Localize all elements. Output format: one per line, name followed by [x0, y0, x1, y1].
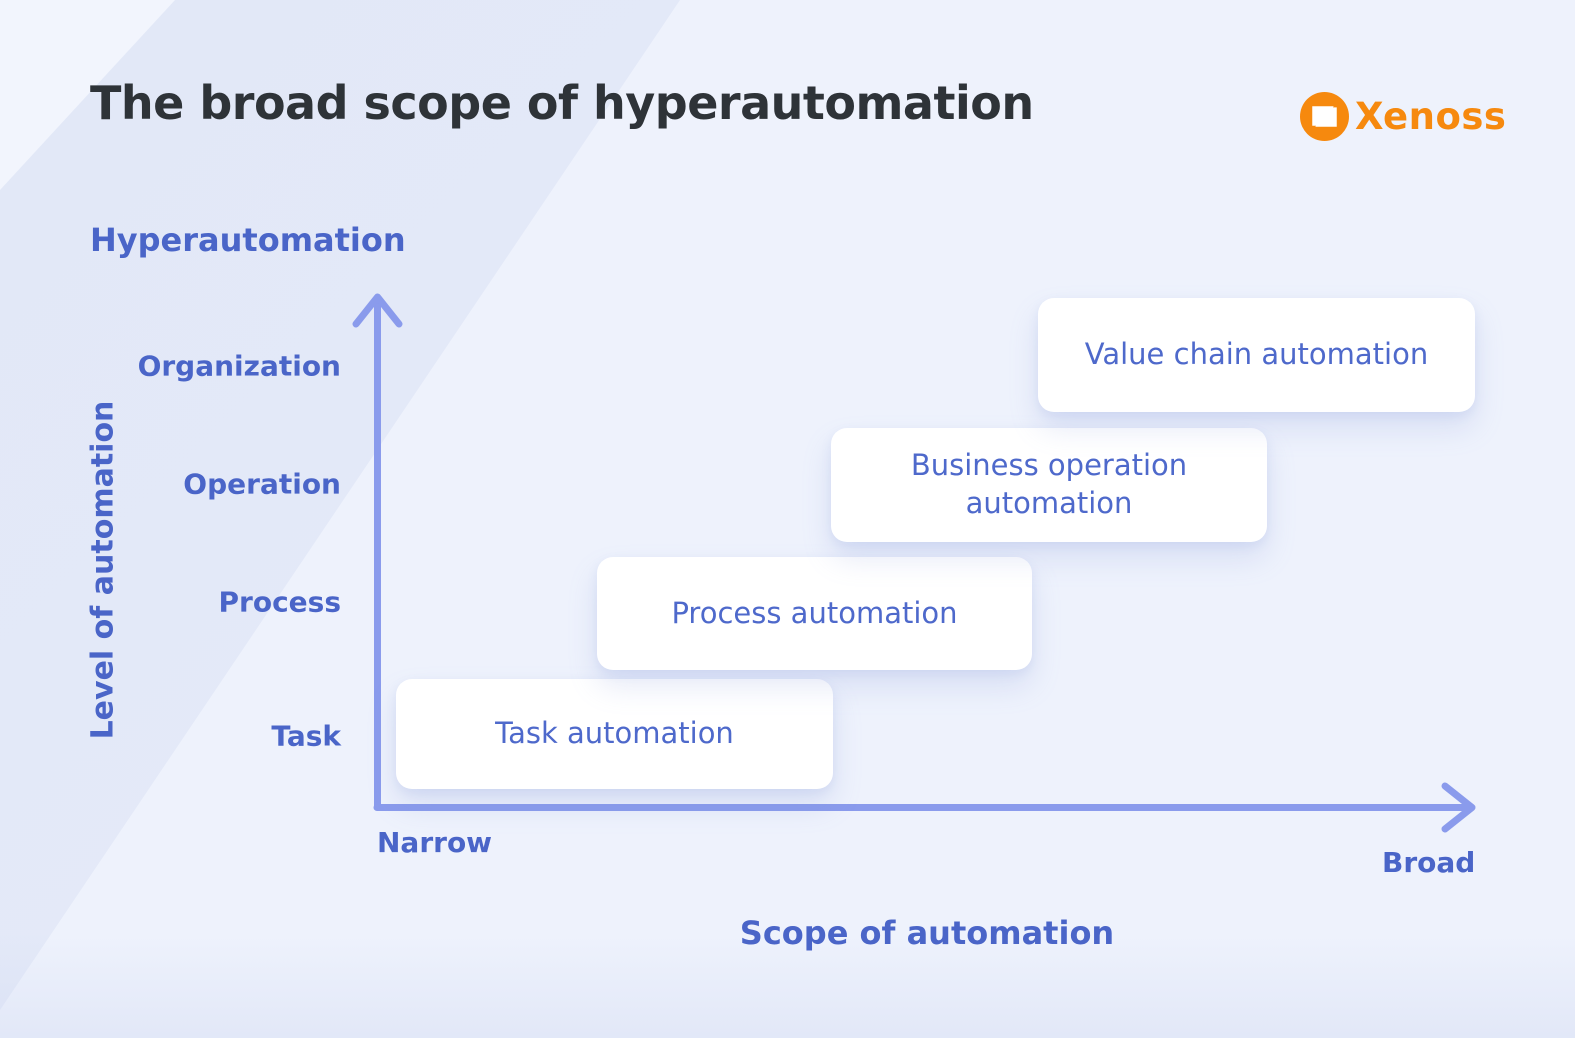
box-business-operation-automation: Business operation automation — [831, 428, 1267, 542]
y-tick-organization: Organization — [137, 349, 341, 383]
xenoss-logo-text: Xenoss — [1355, 94, 1507, 138]
y-axis-heading: Hyperautomation — [90, 221, 406, 259]
y-tick-process: Process — [218, 585, 342, 619]
x-axis-min-label: Narrow — [377, 826, 493, 859]
page-title: The broad scope of hyperautomation — [90, 76, 1034, 130]
xenoss-logo: Xenoss — [1300, 91, 1506, 141]
y-tick-operation: Operation — [183, 467, 341, 501]
y-axis-label: Level of automation — [85, 400, 121, 740]
box-process-automation: Process automation — [597, 557, 1032, 670]
xenoss-logo-icon — [1300, 91, 1349, 141]
x-axis-label: Scope of automation — [739, 914, 1115, 952]
box-value-chain-automation: Value chain automation — [1038, 298, 1475, 412]
box-task-automation: Task automation — [396, 679, 833, 789]
x-axis-max-label: Broad — [1382, 846, 1476, 879]
y-tick-task: Task — [271, 719, 341, 753]
